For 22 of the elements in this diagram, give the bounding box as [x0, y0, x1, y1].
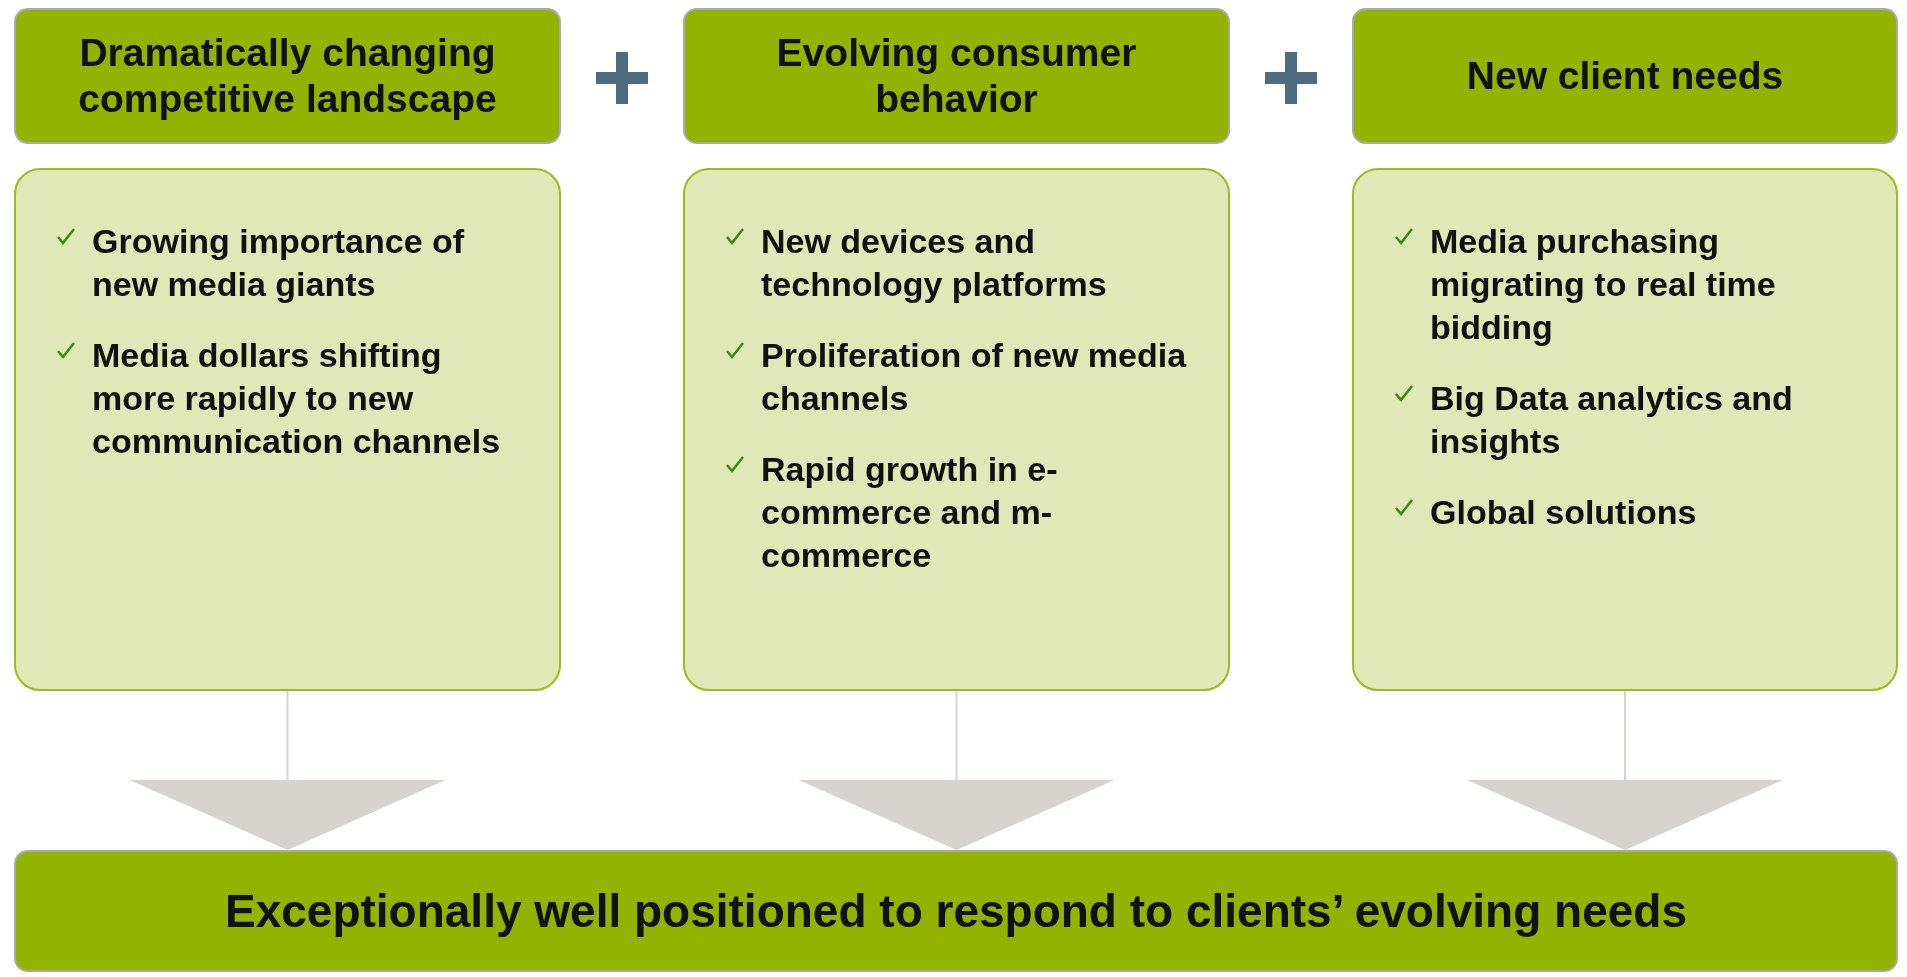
header-box — [1352, 8, 1898, 144]
conclusion-text: Exceptionally well positioned to respond to clients’ evolving needs — [223, 885, 1689, 937]
content-box — [1352, 168, 1898, 691]
content-box — [14, 168, 561, 691]
bullet-text: Media dollars shifting more rapidly to new communication channels — [92, 335, 502, 462]
bullet-text: Media purchasing migrating to real time bidding — [1430, 221, 1777, 348]
content-box — [683, 168, 1230, 691]
header-box — [14, 8, 561, 144]
bullet-text: Growing importance of new media giants — [92, 221, 466, 305]
header-text: Dramatically changing competitive landscape — [77, 30, 498, 122]
header-box — [683, 8, 1230, 144]
chevron-arrow — [798, 690, 1115, 851]
bullet-text: Rapid growth in e-commerce and m-commerce — [761, 449, 1059, 576]
bullet-text: New devices and technology platforms — [761, 221, 1108, 305]
conclusion-banner — [14, 850, 1898, 972]
header-text: New client needs — [1465, 53, 1785, 99]
bullet-text: Big Data analytics and insights — [1430, 378, 1794, 462]
header-text: Evolving consumer behavior — [775, 30, 1138, 122]
chevron-arrow — [1467, 690, 1783, 851]
bullet-text: Proliferation of new media channels — [761, 335, 1188, 419]
bullet-text: Global solutions — [1430, 492, 1697, 533]
chevron-arrow — [129, 690, 446, 851]
